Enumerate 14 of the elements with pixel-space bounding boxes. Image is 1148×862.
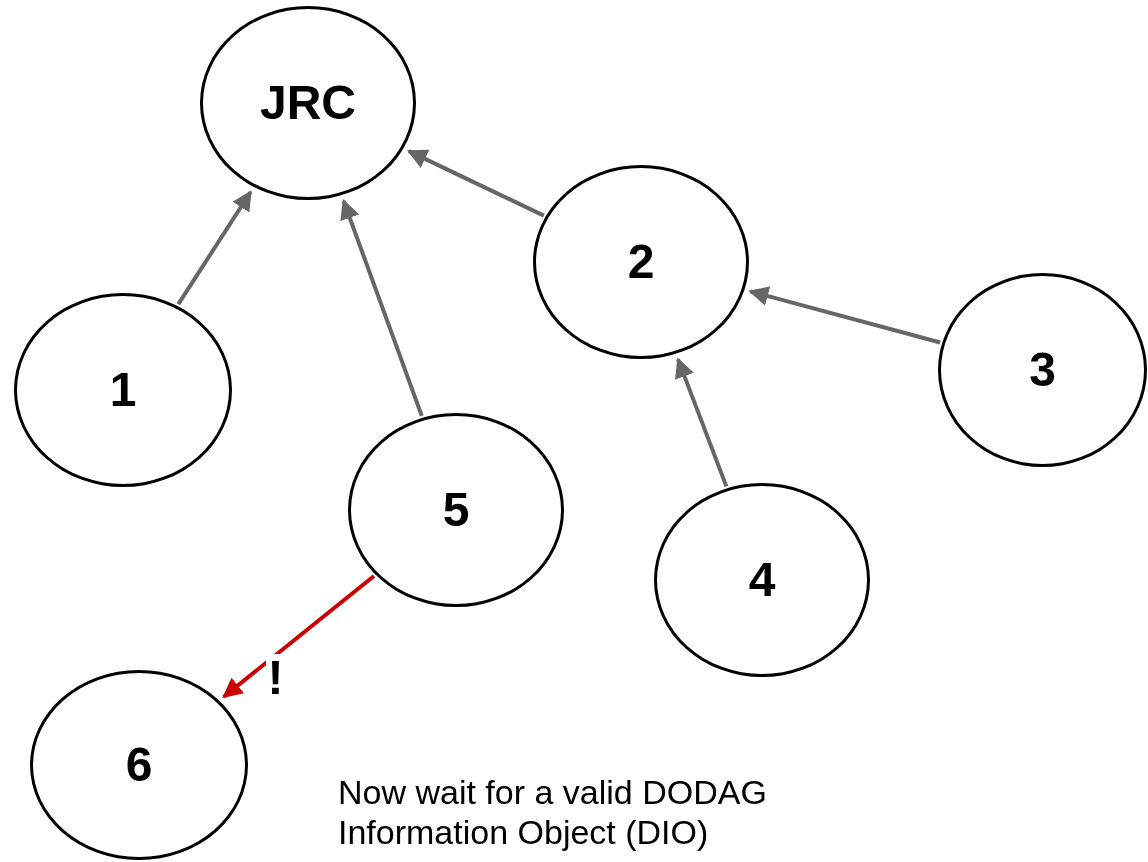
node-label: JRC: [260, 79, 356, 127]
arrow: [222, 574, 376, 699]
arrow: [176, 190, 253, 306]
node-label: 3: [1029, 346, 1056, 394]
arrow: [340, 198, 424, 417]
node-label: 2: [627, 238, 655, 286]
note-text: Now wait for a valid DODAG Information Object (DIO): [338, 772, 768, 852]
node-label: 6: [125, 741, 153, 789]
arrow: [407, 149, 545, 218]
arrow: [748, 286, 941, 345]
node-label: 1: [109, 366, 137, 414]
node-label: 5: [442, 486, 470, 534]
arrow: [675, 357, 729, 488]
node-label: 4: [748, 556, 776, 604]
